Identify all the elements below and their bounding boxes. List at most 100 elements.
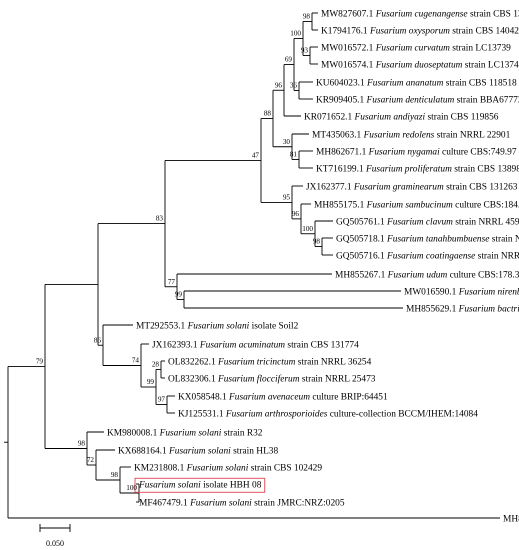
taxon-label: MF467479.1 Fusarium solani strain JMRC:N… (139, 498, 345, 508)
taxon-species: Fusarium tricinctum (217, 357, 296, 367)
taxon-species: Fusarium udum (387, 270, 448, 280)
taxon-strain: culture-collection BCCM/IHEM:14084 (327, 409, 478, 419)
taxon-accession: MT292553.1 (136, 321, 188, 331)
taxon-strain: strain CBS 119856 (425, 112, 499, 122)
taxon-label: GQ505718.1 Fusarium tanahbumbuense strai… (336, 234, 519, 244)
taxon-species: Fusarium coatingaense (386, 251, 475, 261)
taxon-species: Fusarium solani (159, 428, 222, 438)
taxon-species: Fusarium curvatum (375, 43, 450, 53)
taxon-species: Fusarium oxysporum (369, 26, 450, 36)
taxon-accession: OL832306.1 (168, 374, 218, 384)
taxon-label: MH855267.1 Fusarium udum culture CBS:178… (335, 270, 519, 280)
taxon-label: KT716199.1 Fusarium proliferatum strain … (316, 163, 519, 174)
taxon-label: MH855629.1 Fusarium bactridioides cultur… (406, 304, 519, 314)
taxon-strain: strain BBA67772 (454, 95, 519, 105)
taxon-accession: MH862671.1 (316, 147, 369, 157)
bootstrap-value: 98 (78, 440, 86, 448)
taxon-strain: strain CBS 102429 (248, 463, 322, 473)
taxon-accession: MT435063.1 (312, 130, 364, 140)
taxon-label: MW827607.1 Fusarium cugenangense strain … (321, 9, 519, 19)
tree-branches (4, 12, 500, 519)
bootstrap-value: 36 (290, 82, 298, 90)
taxon-label: GQ505716.1 Fusarium coatingaense strain … (336, 251, 519, 261)
taxon-strain: strain CBS 140424 (450, 26, 519, 36)
taxon-species: Fusarium solani (186, 463, 249, 473)
bootstrap-value: 81 (290, 151, 298, 159)
bootstrap-value: 69 (285, 56, 293, 64)
taxon-label: OL832306.1 Fusarium flocciferum strain N… (168, 373, 376, 384)
bootstrap-value: 100 (290, 30, 301, 38)
taxon-strain: strain CBS 131263 (444, 182, 518, 192)
taxon-strain: strain CBS 118518 (443, 78, 517, 88)
taxon-accession: OL832262.1 (168, 357, 218, 367)
taxon-species: Fusarium solani (189, 498, 252, 508)
taxon-species: Fusarium clavum (386, 217, 453, 227)
taxon-species: Fusarium nygamai (368, 147, 440, 157)
taxon-accession: KT716199.1 (316, 164, 366, 174)
taxon-accession: GQ505718.1 (336, 234, 387, 244)
taxon-strain: strain HL38 (231, 446, 279, 456)
taxon-label: MT292553.1 Fusarium solani isolate Soil2 (136, 321, 299, 331)
taxon-strain: culture CBS:749.97 (440, 147, 517, 157)
taxon-accession: KX688164.1 (118, 446, 169, 456)
taxon-strain: strain CBS 130308 (468, 9, 519, 19)
taxon-species: Fusarium redolens (363, 130, 435, 140)
bootstrap-value: 86 (94, 336, 102, 344)
bootstrap-value: 93 (301, 47, 309, 55)
taxon-accession: KM231808.1 (134, 463, 187, 473)
bootstrap-value: 99 (147, 378, 155, 386)
taxon-strain: isolate Soil2 (249, 321, 298, 331)
taxon-label: KX688164.1 Fusarium solani strain HL38 (118, 446, 278, 456)
bootstrap-value: 99 (175, 291, 183, 299)
taxon-accession: GQ505716.1 (336, 251, 387, 261)
taxon-label: KR071652.1 Fusarium andiyazi strain CBS … (304, 112, 499, 122)
taxon-labels: MW827607.1 Fusarium cugenangense strain … (107, 9, 519, 524)
taxon-accession: MW016574.1 (321, 60, 376, 70)
taxon-label: K1794176.1 Fusarium oxysporum strain CBS… (321, 26, 519, 36)
bootstrap-value: 30 (283, 138, 291, 146)
taxon-species: Fusarium proliferatum (365, 163, 452, 174)
highlight-box (134, 477, 266, 493)
bootstrap-value: 83 (156, 215, 164, 223)
scale-bar: 0.050 (39, 524, 71, 548)
taxon-strain: culture BRIP:64451 (310, 392, 388, 402)
taxon-accession: GQ505761.1 (336, 217, 387, 227)
taxon-strain: strain R32 (221, 428, 262, 438)
taxon-species: Fusarium arthrosporioides (225, 409, 328, 419)
taxon-species: Fusarium solani (168, 446, 231, 456)
taxon-accession: KR909405.1 (316, 95, 367, 105)
bootstrap-value: 100 (126, 484, 137, 492)
taxon-label: KR909405.1 Fusarium denticulatum strain … (316, 95, 519, 105)
taxon-accession: MW016572.1 (321, 43, 376, 53)
bootstrap-value: 28 (152, 361, 160, 369)
taxon-species: Fusarium sambucinum (366, 200, 453, 210)
taxon-strain: culture CBS:178.32 (447, 270, 519, 280)
taxon-accession: JX162377.1 (306, 182, 354, 192)
taxon-label: OL832262.1 Fusarium tricinctum strain NR… (168, 357, 372, 367)
bootstrap-value: 77 (168, 278, 176, 286)
taxon-label: MW016590.1 Fusarium nirenbergiae strain … (404, 287, 519, 297)
taxon-label: MW016574.1 Fusarium duoseptatum strain L… (321, 60, 519, 70)
bootstrap-values: 9810093366981309688479596100987799838628… (36, 13, 321, 493)
taxon-accession: JX162393.1 (152, 340, 200, 350)
taxon-species: Fusarium solani (138, 480, 201, 490)
taxon-strain: strain NRRL 25473 (300, 374, 376, 384)
taxon-label: MT435063.1 Fusarium redolens strain NRRL… (312, 130, 511, 140)
taxon-species: Fusarium solani (187, 321, 250, 331)
taxon-accession: KR071652.1 (304, 112, 355, 122)
taxon-label: JX162393.1 Fusarium acuminatum strain CB… (152, 340, 359, 350)
bootstrap-value: 98 (313, 238, 321, 246)
taxon-accession: KJ125531.1 (178, 409, 226, 419)
taxon-label: KX058548.1 Fusarium avenaceum culture BR… (178, 392, 388, 402)
taxon-accession: KU604023.1 (316, 78, 367, 88)
taxon-accession: MW016590.1 (404, 287, 459, 297)
taxon-accession: K1794176.1 (321, 26, 370, 36)
bootstrap-value: 98 (303, 13, 311, 21)
taxon-accession: MH859605.1 (503, 514, 519, 524)
scale-bar-label: 0.050 (46, 539, 64, 548)
taxon-species: Fusarium nirenbergiae (458, 287, 519, 297)
taxon-species: Fusarium cugenangense (375, 9, 468, 19)
taxon-strain: strain NRRL 45997 (453, 217, 519, 227)
taxon-label: KU604023.1 Fusarium ananatum strain CBS … (316, 78, 517, 88)
